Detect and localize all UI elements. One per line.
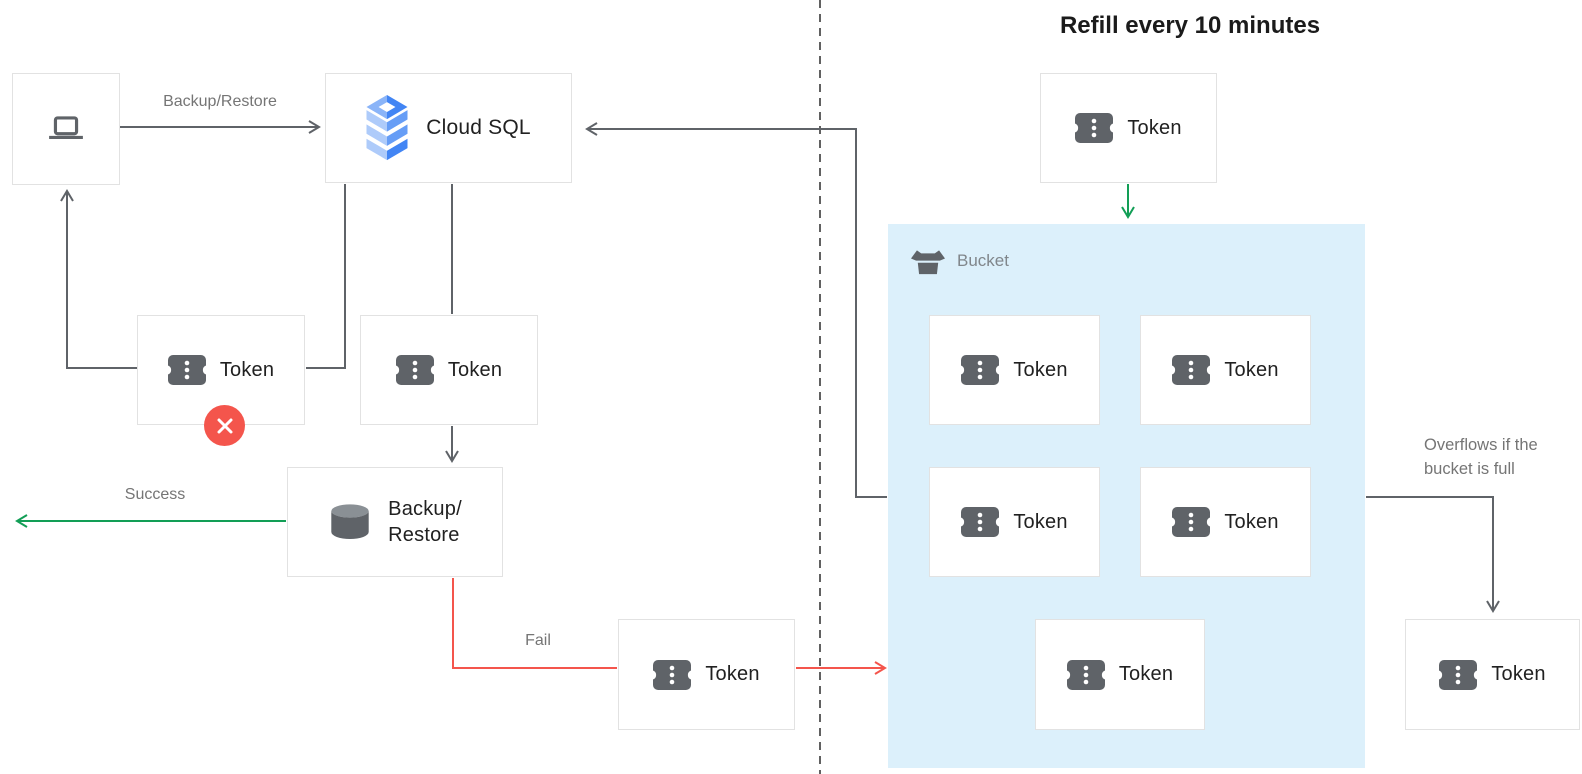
laptop-icon — [49, 116, 83, 140]
token-node-bucket-4: Token — [1140, 467, 1311, 577]
token-node-bucket-1: Token — [929, 315, 1100, 425]
token-ticket-icon — [961, 507, 1000, 537]
token-node-bucket-3: Token — [929, 467, 1100, 577]
token-label: Token — [1118, 663, 1174, 685]
token-label: Token — [1013, 510, 1068, 533]
edge-label-success: Success — [124, 486, 186, 503]
edge-label-fail: Fail — [525, 632, 551, 649]
backup-restore-label-line1: Backup/ — [388, 498, 462, 520]
token-ticket-icon — [1172, 507, 1211, 537]
token-ticket-icon — [1075, 113, 1114, 143]
edge-fail — [452, 578, 617, 669]
token-ticket-icon — [961, 355, 1000, 385]
token-label: Token — [1127, 116, 1182, 139]
token-node-overflow: Token — [1405, 619, 1580, 730]
token-label: Token — [705, 663, 760, 685]
refill-title: Refill every 10 minutes — [1059, 12, 1321, 39]
token-label: Token — [1224, 510, 1279, 533]
token-ticket-icon — [1066, 659, 1105, 690]
token-node-bucket-2: Token — [1140, 315, 1311, 425]
token-ticket-icon — [167, 355, 206, 385]
token-node-fail: Token — [618, 619, 795, 730]
token-ticket-icon — [1439, 659, 1478, 690]
bucket-header: Bucket — [911, 247, 1009, 275]
token-ticket-icon — [395, 355, 434, 385]
token-node-bucket-5: Token — [1035, 619, 1205, 730]
token-ticket-icon — [1172, 355, 1211, 385]
bucket-label: Bucket — [957, 251, 1009, 270]
token-label: Token — [1013, 358, 1068, 381]
token-node-refill: Token — [1040, 73, 1217, 183]
cloud-sql-icon — [366, 95, 408, 161]
error-x-icon — [217, 418, 232, 433]
cloud-sql-label: Cloud SQL — [426, 116, 531, 139]
token-node-request: Token — [360, 315, 538, 425]
edge-cloudsql-to-denied-token — [306, 184, 346, 369]
overflow-label: Overflows if the bucket is full — [1424, 433, 1538, 481]
edge-denied-token-to-client — [60, 189, 138, 369]
error-x-badge — [204, 405, 245, 446]
bucket-icon — [911, 250, 945, 275]
client-node — [12, 73, 120, 185]
token-label: Token — [447, 358, 503, 381]
edge-label-backup-restore: Backup/Restore — [163, 93, 277, 110]
edge-bucket-to-cloudsql — [585, 122, 887, 498]
cloud-sql-node: Cloud SQL — [325, 73, 572, 183]
overflow-label-line1: Overflows if the — [1424, 436, 1538, 454]
token-label: Token — [219, 358, 275, 381]
token-ticket-icon — [653, 659, 692, 690]
backup-restore-label-line2: Restore — [388, 524, 460, 546]
token-label: Token — [1224, 358, 1279, 381]
overflow-label-line2: bucket is full — [1424, 460, 1515, 478]
edge-overflow — [1366, 496, 1500, 613]
database-icon — [331, 504, 369, 540]
backup-restore-node: Backup/ Restore — [287, 467, 503, 577]
token-label: Token — [1491, 663, 1546, 685]
